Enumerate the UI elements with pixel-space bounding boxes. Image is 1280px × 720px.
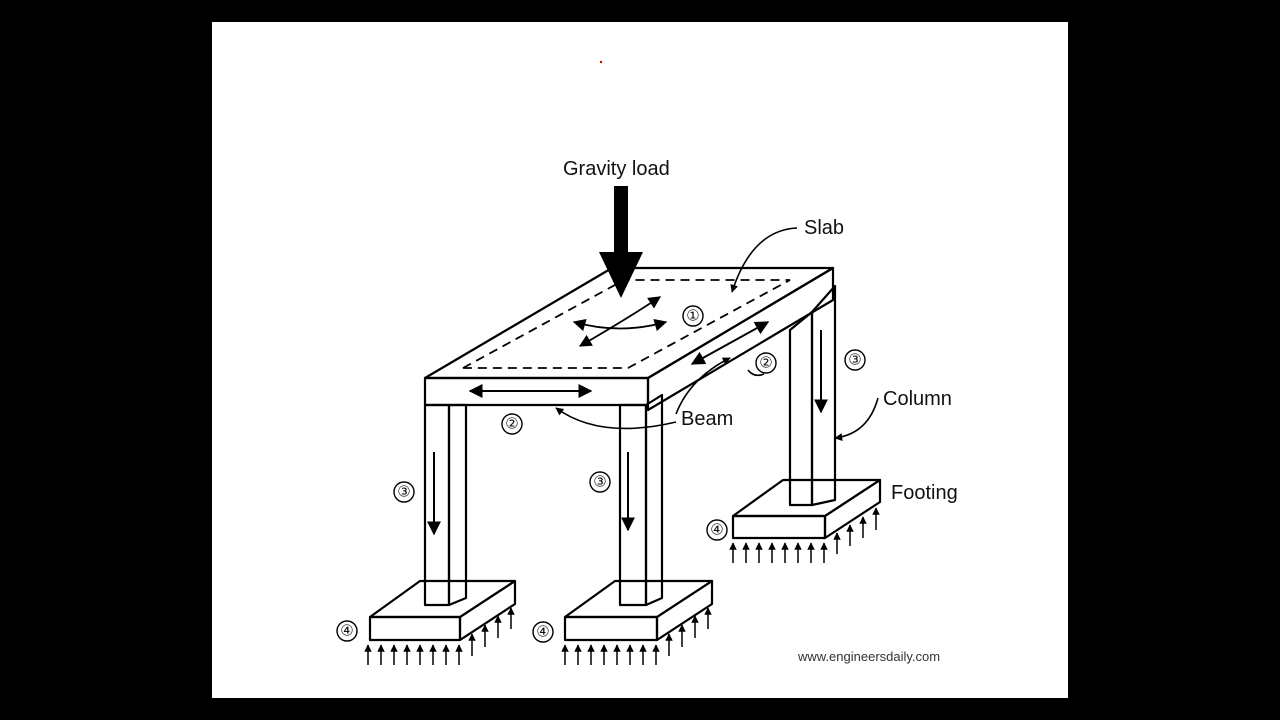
column-label: Column: [883, 388, 952, 410]
leader-lines: [555, 227, 879, 442]
beam-label: Beam: [681, 408, 733, 430]
step-marker-beam-side: ②: [755, 352, 777, 374]
step-marker-slab: ①: [682, 305, 704, 327]
svg-text:④: ④: [340, 623, 353, 640]
stray-dot: [599, 60, 603, 64]
soil-reaction-arrows-right: [561, 607, 712, 665]
svg-text:②: ②: [505, 416, 518, 433]
step-marker-column-back: ③: [844, 349, 866, 371]
slab-frame: [423, 266, 835, 412]
slab-label: Slab: [804, 217, 844, 239]
svg-text:②: ②: [759, 355, 772, 372]
column-back-right: [788, 284, 837, 507]
gravity-load-arrow: [599, 186, 643, 298]
step-marker-footing-middle: ④: [532, 621, 554, 643]
column-load-arrows: [427, 330, 828, 536]
svg-text:③: ③: [593, 474, 606, 491]
step-marker-beam-front: ②: [501, 413, 523, 435]
step-marker-column-middle: ③: [589, 471, 611, 493]
step-marker-footing-left: ④: [336, 620, 358, 642]
svg-text:③: ③: [848, 352, 861, 369]
svg-text:③: ③: [397, 484, 410, 501]
footing-label: Footing: [891, 482, 958, 504]
column-front-left: [423, 403, 468, 607]
svg-text:④: ④: [536, 624, 549, 641]
load-path-diagram: Gravity load Slab Beam Column Footing ① …: [336, 60, 958, 665]
step-marker-footing-back: ④: [706, 519, 728, 541]
gravity-load-label: Gravity load: [563, 158, 670, 180]
diagram-frame: Gravity load Slab Beam Column Footing ① …: [212, 22, 1068, 698]
slab-dashed-outline: [462, 279, 791, 369]
footing-front-right: [563, 579, 714, 642]
footing-front-left: [368, 579, 517, 642]
step-marker-column-left: ③: [393, 481, 415, 503]
footing-back-right: [731, 478, 882, 540]
svg-text:①: ①: [686, 308, 699, 325]
soil-reaction-arrows-back: [729, 507, 880, 563]
watermark: www.engineersdaily.com: [797, 649, 940, 664]
column-front-right: [618, 393, 664, 607]
soil-reaction-arrows-left: [364, 607, 515, 665]
beam-load-arrows: [468, 321, 770, 398]
svg-text:④: ④: [710, 522, 723, 539]
slab-load-distribution-arrows: [572, 296, 668, 347]
